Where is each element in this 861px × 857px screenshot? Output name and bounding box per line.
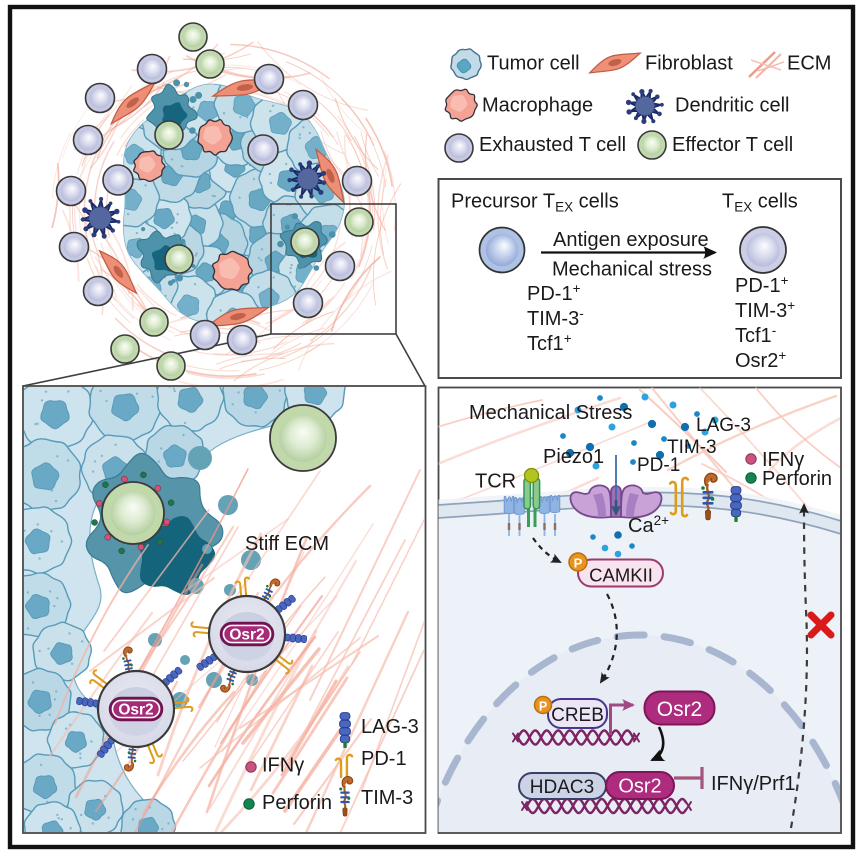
svg-text:TEX cells: TEX cells — [722, 191, 798, 215]
svg-text:IFNγ: IFNγ — [762, 449, 804, 471]
svg-text:PD-1: PD-1 — [361, 748, 407, 770]
svg-text:PD-1: PD-1 — [637, 455, 680, 476]
svg-text:Mechanical stress: Mechanical stress — [552, 259, 712, 281]
svg-text:IFNγ/Prf1: IFNγ/Prf1 — [711, 773, 795, 795]
svg-text:P: P — [574, 556, 583, 571]
svg-text:Osr2: Osr2 — [118, 702, 153, 719]
svg-text:Antigen exposure: Antigen exposure — [553, 229, 709, 251]
svg-text:PD-1+: PD-1+ — [735, 273, 789, 297]
svg-text:Osr2: Osr2 — [229, 627, 264, 644]
svg-text:TCR: TCR — [475, 471, 516, 493]
svg-text:Mechanical Stress: Mechanical Stress — [469, 402, 632, 424]
svg-text:Exhausted T cell: Exhausted T cell — [479, 134, 626, 156]
svg-text:HDAC3: HDAC3 — [530, 777, 594, 798]
svg-text:TIM-3-: TIM-3- — [527, 306, 584, 330]
svg-text:IFNγ: IFNγ — [262, 755, 304, 777]
svg-text:Osr2+: Osr2+ — [735, 348, 786, 372]
svg-text:Piezo1: Piezo1 — [543, 446, 604, 468]
svg-text:PD-1+: PD-1+ — [527, 281, 581, 305]
svg-text:ECM: ECM — [787, 53, 831, 75]
svg-text:LAG-3: LAG-3 — [361, 716, 419, 738]
svg-text:CREB: CREB — [551, 705, 604, 726]
svg-text:P: P — [539, 700, 547, 714]
svg-text:Stiff ECM: Stiff ECM — [245, 533, 329, 555]
svg-text:Osr2: Osr2 — [657, 698, 703, 721]
svg-text:Dendritic cell: Dendritic cell — [675, 95, 789, 117]
svg-text:Effector T cell: Effector T cell — [672, 134, 793, 156]
svg-text:Tumor cell: Tumor cell — [487, 53, 580, 75]
svg-text:CAMKII: CAMKII — [589, 565, 653, 586]
svg-text:TIM-3: TIM-3 — [361, 787, 413, 809]
svg-text:TIM-3+: TIM-3+ — [735, 298, 795, 322]
svg-text:Perforin: Perforin — [262, 792, 332, 814]
svg-text:Tcf1-: Tcf1- — [735, 323, 776, 347]
svg-text:Osr2: Osr2 — [618, 776, 661, 798]
svg-text:LAG-3: LAG-3 — [696, 415, 751, 436]
svg-text:Precursor TEX cells: Precursor TEX cells — [451, 191, 619, 215]
svg-text:TIM-3: TIM-3 — [667, 437, 717, 458]
svg-text:Fibroblast: Fibroblast — [645, 53, 733, 75]
svg-text:Macrophage: Macrophage — [482, 95, 593, 117]
svg-text:Perforin: Perforin — [762, 468, 832, 490]
